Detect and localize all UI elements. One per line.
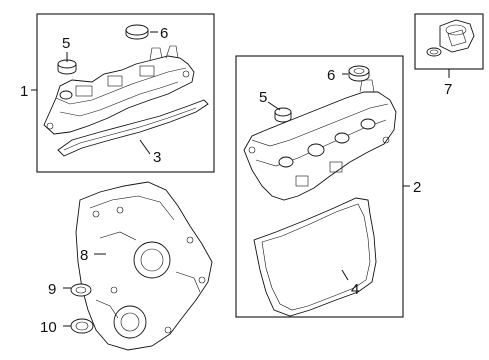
callout-1: 1 <box>20 83 28 100</box>
callout-5-right: 5 <box>259 89 267 106</box>
plug-top-left <box>57 59 77 75</box>
gasket-right <box>253 197 377 317</box>
front-seal <box>70 283 92 297</box>
callout-3: 3 <box>153 149 161 166</box>
callout-7: 7 <box>444 81 452 98</box>
oil-filler-cap <box>426 19 475 57</box>
callout-6-top: 6 <box>160 25 168 42</box>
timing-cover <box>75 181 213 351</box>
assembly-box-1 <box>36 13 215 173</box>
callout-5-top: 5 <box>62 35 70 52</box>
gasket-left <box>57 99 209 157</box>
crank-seal <box>70 318 94 334</box>
seal-right <box>348 65 370 82</box>
callout-2: 2 <box>413 179 421 196</box>
callout-8: 8 <box>80 247 88 264</box>
callout-4: 4 <box>351 281 359 298</box>
valve-cover-right <box>243 79 397 201</box>
callout-6-right: 6 <box>327 67 335 84</box>
callout-9: 9 <box>48 281 56 298</box>
callout-10: 10 <box>40 319 57 336</box>
plug-right <box>274 107 292 123</box>
valve-cover-left <box>43 45 195 135</box>
seal-top-left <box>125 24 149 40</box>
